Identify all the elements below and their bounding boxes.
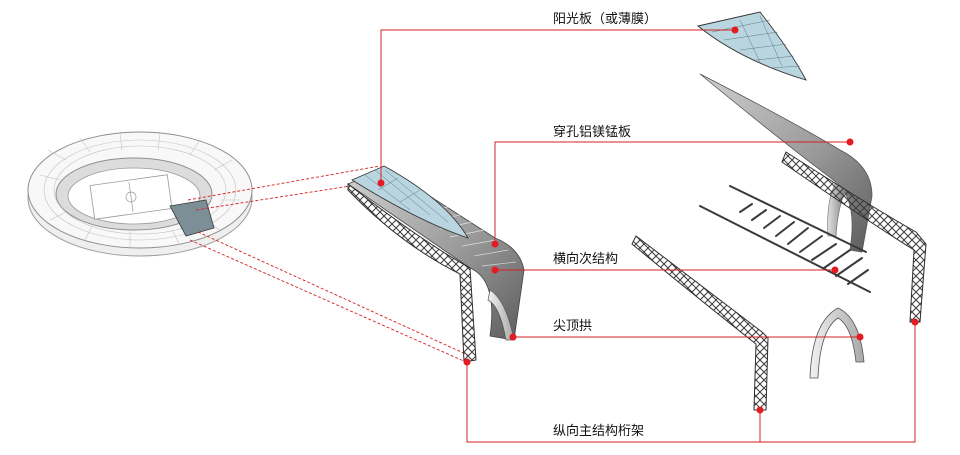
marker-sunshade-assembled — [377, 179, 385, 187]
marker-arch-exploded — [856, 333, 864, 341]
marker-panel-assembled — [491, 240, 499, 248]
exploded-secondary-structure — [699, 185, 871, 293]
marker-sunshade-exploded — [731, 26, 739, 34]
exploded-pointed-arch — [809, 307, 865, 379]
label-secondary-structure: 横向次结构 — [550, 252, 622, 268]
label-main-truss: 纵向主结构桁架 — [550, 424, 648, 440]
stadium-model — [27, 131, 253, 257]
label-pointed-arch: 尖顶拱 — [550, 319, 596, 335]
exploded-main-truss-front — [631, 235, 769, 411]
marker-secondary-exploded — [831, 266, 839, 274]
projection-lines — [187, 165, 471, 363]
marker-arch-assembled — [509, 333, 517, 341]
marker-truss-front — [756, 406, 764, 414]
marker-secondary-assembled — [491, 266, 499, 274]
marker-truss-assembled — [463, 358, 471, 366]
marker-truss-back — [911, 318, 919, 326]
marker-panel-exploded — [846, 138, 854, 146]
label-sunshade: 阳光板（或薄膜） — [550, 12, 661, 28]
exploded-sunshade — [696, 11, 807, 81]
markers — [377, 26, 919, 414]
assembled-roof-unit — [347, 165, 525, 363]
leader-lines — [380, 29, 916, 443]
label-perforated-panel: 穿孔铝镁锰板 — [550, 125, 635, 141]
